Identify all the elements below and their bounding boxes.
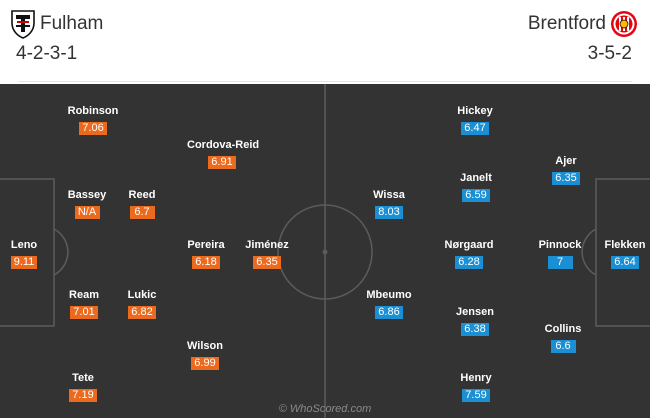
player-card[interactable]: Wissa 8.03	[354, 189, 424, 220]
player-name: Pinnock	[538, 239, 582, 251]
player-rating: 6.59	[462, 189, 490, 202]
player-card[interactable]: Flekken 6.64	[590, 239, 650, 270]
player-name: Wissa	[373, 189, 405, 201]
player-name: Nørgaard	[444, 239, 494, 251]
player-card[interactable]: Ajer 6.35	[531, 155, 601, 186]
header-divider	[18, 81, 632, 82]
player-card[interactable]: Pinnock 7	[525, 239, 595, 270]
brentford-crest-icon	[611, 11, 637, 37]
player-rating: 7.59	[462, 389, 490, 402]
player-card[interactable]: Janelt 6.59	[441, 172, 511, 203]
player-card[interactable]: Pereira 6.18	[171, 239, 241, 270]
player-name: Jensen	[456, 306, 494, 318]
player-rating: 7.19	[69, 389, 97, 402]
home-team-name: Fulham	[40, 13, 104, 34]
player-rating: 6.91	[208, 156, 236, 169]
player-rating: 6.86	[375, 306, 403, 319]
player-card[interactable]: Mbeumo 6.86	[354, 289, 424, 320]
player-rating: 8.03	[375, 206, 403, 219]
player-rating: 6.38	[461, 323, 489, 336]
player-rating: 6.82	[128, 306, 156, 319]
player-rating: 6.64	[611, 256, 639, 269]
player-name: Leno	[10, 239, 38, 251]
player-rating: 6.6	[550, 340, 576, 353]
player-name: Reed	[128, 189, 156, 201]
player-name: Wilson	[187, 340, 223, 352]
player-name: Ream	[69, 289, 99, 301]
player-name: Tete	[72, 372, 94, 384]
player-name: Hickey	[457, 105, 493, 117]
player-card[interactable]: Collins 6.6	[528, 323, 598, 354]
player-card[interactable]: Lukic 6.82	[107, 289, 177, 320]
player-card[interactable]: Hickey 6.47	[440, 105, 510, 136]
match-header: Fulham 4-2-3-1 Brentford 3-5-2	[0, 0, 650, 84]
watermark-text: © WhoScored.com	[278, 403, 372, 415]
home-formation: 4-2-3-1	[16, 43, 78, 64]
player-name: Collins	[544, 323, 582, 335]
away-formation: 3-5-2	[587, 43, 632, 64]
player-name: Pereira	[187, 239, 225, 251]
player-rating: 6.35	[253, 256, 281, 269]
player-rating: 6.18	[192, 256, 220, 269]
player-card[interactable]: Robinson 7.06	[58, 105, 128, 136]
pitch: Leno 9.11 Robinson 7.06 Bassey N/A Ream …	[0, 84, 650, 418]
player-card[interactable]: Leno 9.11	[0, 239, 59, 270]
player-name: Janelt	[460, 172, 492, 184]
player-rating: N/A	[74, 206, 100, 219]
player-name: Cordova-Reid	[187, 139, 260, 151]
player-card[interactable]: Jensen 6.38	[440, 306, 510, 337]
player-card[interactable]: Ream 7.01	[49, 289, 119, 320]
player-card[interactable]: Henry 7.59	[441, 372, 511, 403]
player-name: Henry	[460, 372, 492, 384]
player-name: Lukic	[127, 289, 157, 301]
player-card[interactable]: Tete 7.19	[48, 372, 118, 403]
player-card[interactable]: Cordova-Reid 6.91	[187, 139, 260, 170]
player-rating: 6.7	[129, 206, 155, 219]
player-card[interactable]: Bassey N/A	[52, 189, 122, 220]
player-rating: 6.28	[455, 256, 483, 269]
player-name: Ajer	[555, 155, 577, 167]
player-rating: 6.47	[461, 122, 489, 135]
player-name: Jiménez	[245, 239, 289, 251]
player-name: Robinson	[67, 105, 119, 117]
player-rating: 9.11	[10, 256, 38, 269]
player-rating: 6.35	[552, 172, 580, 185]
fulham-crest-icon	[11, 10, 35, 39]
player-rating: 7	[547, 256, 573, 269]
player-rating: 6.99	[191, 357, 219, 370]
player-card[interactable]: Wilson 6.99	[170, 340, 240, 371]
player-name: Bassey	[67, 189, 107, 201]
player-card[interactable]: Nørgaard 6.28	[434, 239, 504, 270]
player-rating: 7.01	[70, 306, 98, 319]
player-card[interactable]: Reed 6.7	[107, 189, 177, 220]
player-name: Flekken	[604, 239, 646, 251]
away-team-name: Brentford	[527, 13, 606, 34]
pitch-markings	[0, 84, 650, 418]
player-card[interactable]: Jiménez 6.35	[232, 239, 302, 270]
player-name: Mbeumo	[366, 289, 412, 301]
player-rating: 7.06	[79, 122, 107, 135]
